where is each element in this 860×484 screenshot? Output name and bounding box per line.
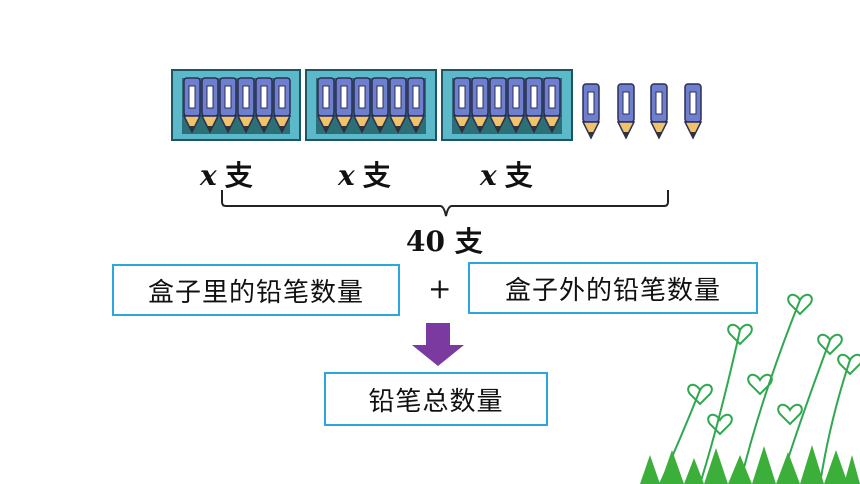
total-label: 40 支 (406, 225, 483, 258)
total-brace (221, 190, 669, 217)
var-x: x (338, 159, 355, 192)
pencil-box-1 (171, 69, 301, 141)
var-x: x (480, 159, 497, 192)
heart-leaves (687, 293, 860, 436)
plus-sign: + (428, 272, 452, 305)
outside-box-label: 盒子外的铅笔数量 (468, 262, 758, 314)
total-box-label: 铅笔总数量 (324, 372, 548, 426)
unit: 支 (362, 159, 391, 192)
inside-box-label: 盒子里的铅笔数量 (112, 264, 400, 316)
unit: 支 (224, 159, 253, 192)
down-arrow (412, 323, 464, 366)
loose-pencils (582, 83, 702, 139)
unit: 支 (504, 159, 533, 192)
pencil-box-2 (305, 69, 437, 141)
pencil-box-3 (441, 69, 573, 141)
var-x: x (200, 159, 217, 192)
grass (640, 445, 860, 484)
